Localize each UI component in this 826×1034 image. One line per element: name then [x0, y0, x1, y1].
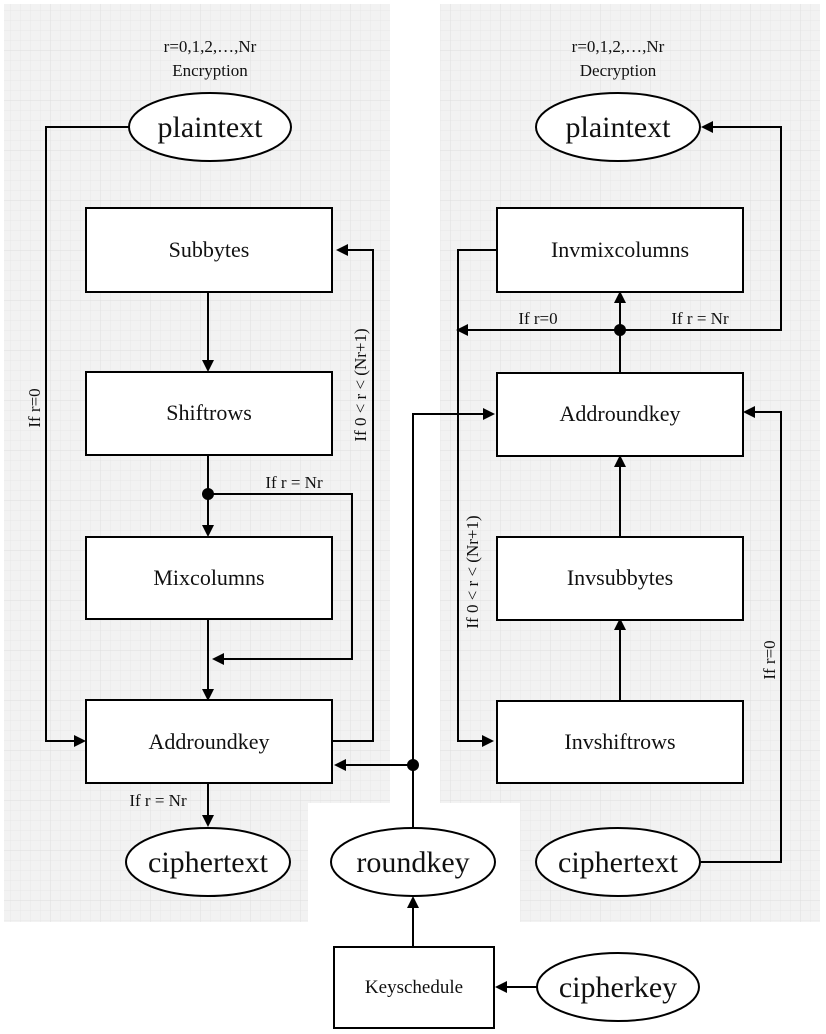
cipherkey-node: cipherkey — [536, 952, 700, 1022]
mixcolumns-box: Mixcolumns — [85, 536, 333, 620]
dec-if-r0-left-label: If r=0 — [518, 309, 557, 328]
roundkey-node: roundkey — [330, 827, 496, 897]
dec-if-r-nr-line — [620, 121, 782, 331]
enc-branch-dot — [202, 488, 214, 500]
enc-round-range: r=0,1,2,…,Nr — [164, 37, 257, 56]
shiftrows-box: Shiftrows — [85, 371, 333, 456]
invsubbytes-label: Invsubbytes — [567, 565, 673, 590]
dec-plaintext-label: plaintext — [566, 111, 672, 144]
roundkey-to-dec-addrk-arrow — [412, 408, 495, 765]
subbytes-box: Subbytes — [85, 207, 333, 293]
mixcolumns-label: Mixcolumns — [153, 565, 264, 590]
invshiftrows-label: Invshiftrows — [564, 729, 675, 754]
enc-addroundkey-label: Addroundkey — [149, 729, 270, 754]
dec-branch-dot — [614, 324, 626, 336]
enc-ciphertext-node: ciphertext — [125, 827, 291, 897]
dec-addroundkey-label: Addroundkey — [560, 401, 681, 426]
dec-ciphertext-node: ciphertext — [535, 827, 701, 897]
enc-title: Encryption — [172, 61, 248, 80]
enc-if-r-nr-label: If r = Nr — [265, 473, 323, 492]
keyschedule-box: Keyschedule — [333, 946, 495, 1029]
cipherkey-label: cipherkey — [559, 971, 677, 1004]
enc-ciphertext-label: ciphertext — [148, 846, 269, 879]
enc-loop-label: If 0 < r < (Nr+1) — [351, 328, 370, 441]
enc-skip-mix-line — [208, 493, 353, 665]
dec-addroundkey-box: Addroundkey — [496, 372, 744, 457]
dec-if-r-nr-label: If r = Nr — [671, 309, 729, 328]
enc-addroundkey-box: Addroundkey — [85, 699, 333, 784]
roundkey-label: roundkey — [356, 846, 469, 879]
shiftrows-label: Shiftrows — [166, 400, 252, 425]
dec-ciphertext-label: ciphertext — [558, 846, 679, 879]
invsubbytes-box: Invsubbytes — [496, 536, 744, 621]
invmixcolumns-label: Invmixcolumns — [551, 237, 689, 262]
enc-loop-line — [332, 244, 374, 742]
enc-plaintext-label: plaintext — [158, 111, 264, 144]
dec-round-range: r=0,1,2,…,Nr — [572, 37, 665, 56]
keyschedule-label: Keyschedule — [365, 977, 463, 998]
enc-plaintext-node: plaintext — [128, 92, 292, 162]
invshiftrows-box: Invshiftrows — [496, 700, 744, 784]
enc-if-r0-label: If r=0 — [25, 388, 44, 427]
subbytes-label: Subbytes — [169, 237, 250, 262]
dec-if-r0-right-label: If r=0 — [760, 640, 779, 679]
enc-if-r-nr-out-label: If r = Nr — [129, 791, 187, 810]
dec-title: Decryption — [580, 61, 657, 80]
dec-plaintext-node: plaintext — [535, 92, 701, 162]
enc-if-r0-line — [45, 126, 129, 747]
roundkey-branch-dot — [407, 759, 419, 771]
invmixcolumns-box: Invmixcolumns — [496, 207, 744, 293]
dec-if-r0-right-line — [701, 406, 782, 863]
dec-loop-label: If 0 < r < (Nr+1) — [463, 515, 482, 628]
dec-loop-line — [457, 249, 497, 747]
